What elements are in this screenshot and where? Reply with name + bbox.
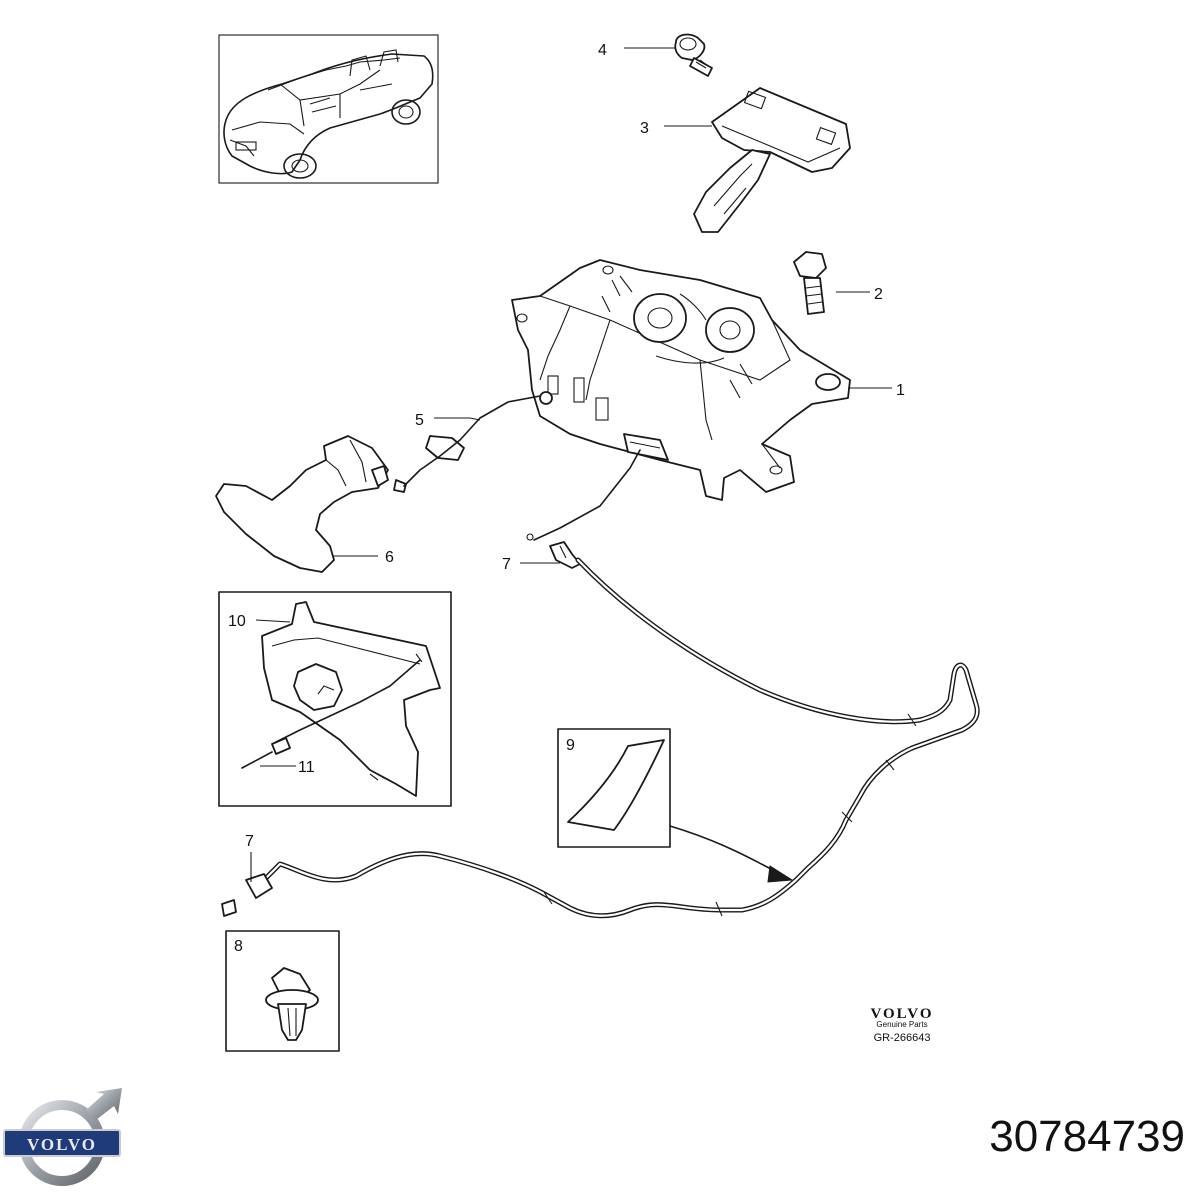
callout-3: 3 xyxy=(640,120,649,137)
stamp-code: GR-266643 xyxy=(874,1032,931,1044)
logo-wordmark: VOLVO xyxy=(27,1135,97,1154)
part-7-release-cable xyxy=(221,449,980,919)
part-2-bolt xyxy=(793,251,827,315)
vehicle-overview-inset xyxy=(218,34,439,184)
part-3-bracket xyxy=(693,87,851,233)
callout-1: 1 xyxy=(896,382,905,399)
part-1-hood-lock xyxy=(511,259,851,501)
callout-7-lower: 7 xyxy=(245,833,254,850)
stamp-brand: VOLVO xyxy=(870,1006,933,1022)
part-10-11-inset xyxy=(218,591,452,807)
part-8-inset xyxy=(225,930,340,1052)
callout-2: 2 xyxy=(874,286,883,303)
part-number: 30784739 xyxy=(989,1112,1185,1161)
convertible-car-illustration xyxy=(223,49,434,179)
genuine-parts-stamp: VOLVO Genuine Parts GR-266643 xyxy=(870,1006,933,1044)
callout-labels: 4 3 2 1 5 6 7 10 9 11 7 8 xyxy=(228,42,905,955)
leader-lines xyxy=(250,47,892,882)
callout-11: 11 xyxy=(298,759,315,776)
callout-10: 10 xyxy=(228,613,246,630)
part-4-bolt xyxy=(674,33,713,77)
callout-8: 8 xyxy=(234,938,243,955)
part-5-cable-clip xyxy=(403,391,553,487)
part-6-release-handle xyxy=(215,435,407,573)
callout-7-upper: 7 xyxy=(502,556,511,573)
callout-9: 9 xyxy=(566,737,575,754)
stamp-subtitle: Genuine Parts xyxy=(876,1020,927,1029)
volvo-logo-icon: VOLVO xyxy=(3,1088,122,1186)
callout-4: 4 xyxy=(598,42,607,59)
part-9-inset xyxy=(557,728,794,883)
callout-5: 5 xyxy=(415,412,424,429)
callout-6: 6 xyxy=(385,549,394,566)
